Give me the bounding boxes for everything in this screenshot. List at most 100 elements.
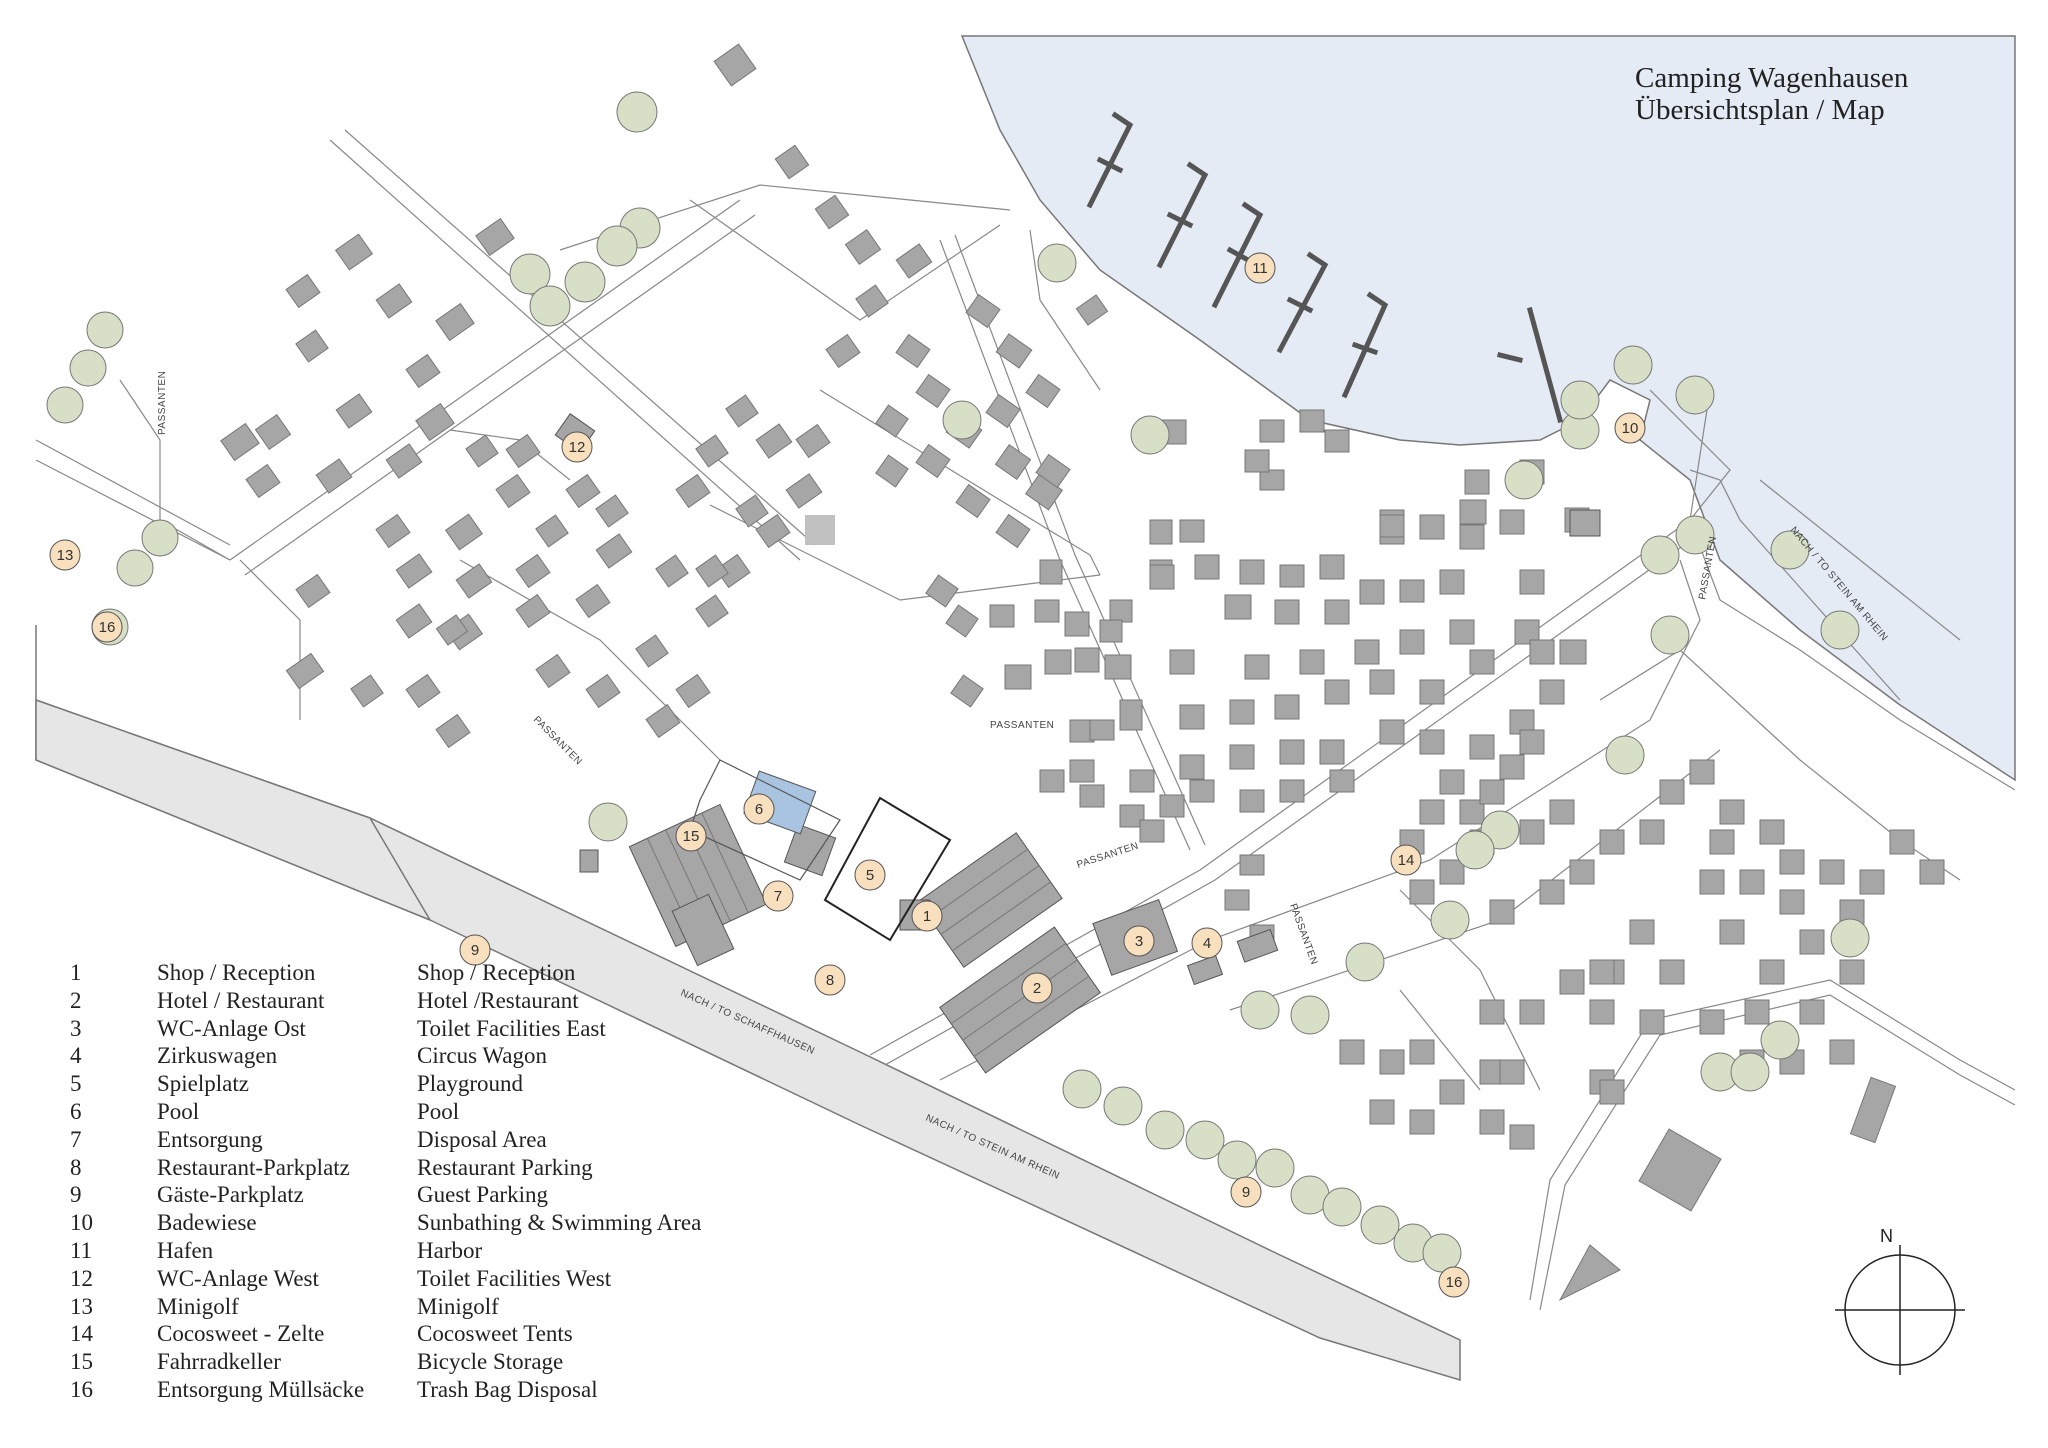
legend-de: WC-Anlage Ost <box>157 1015 306 1041</box>
road-label-passanten-1: PASSANTEN <box>157 371 168 435</box>
legend-en: Trash Bag Disposal <box>417 1376 598 1402</box>
poi-marker[interactable]: 4 <box>1191 927 1223 959</box>
road-label-passanten-2: PASSANTEN <box>531 714 584 767</box>
poi-marker-circle <box>675 820 707 852</box>
legend-en: Harbor <box>417 1237 483 1263</box>
poi-marker-number: 4 <box>1203 935 1211 952</box>
poi-marker[interactable]: 16 <box>91 611 123 643</box>
poi-marker-circle <box>762 880 794 912</box>
legend-num: 6 <box>70 1098 82 1124</box>
road-label-passanten-5: PASSANTEN <box>1287 902 1319 966</box>
poi-marker-number: 11 <box>1252 260 1268 277</box>
poi-marker[interactable]: 10 <box>1614 412 1646 444</box>
poi-marker[interactable]: 7 <box>762 880 794 912</box>
poi-marker[interactable]: 12 <box>561 431 593 463</box>
poi-marker-number: 6 <box>755 801 763 818</box>
poi-marker-number: 14 <box>1398 852 1415 869</box>
poi-marker[interactable]: 15 <box>675 820 707 852</box>
legend-de: Gäste-Parkplatz <box>157 1182 304 1208</box>
playground-outline <box>823 796 952 942</box>
poi-marker-number: 8 <box>826 972 834 989</box>
poi-marker-number: 13 <box>57 547 74 564</box>
legend-num: 9 <box>70 1182 82 1208</box>
poi-marker-circle <box>854 859 886 891</box>
poi-marker-circle <box>1191 927 1223 959</box>
poi-marker[interactable]: 11 <box>1244 252 1276 284</box>
legend-num: 10 <box>70 1210 93 1236</box>
poi-marker-circle <box>1438 1266 1470 1298</box>
poi-marker[interactable]: 6 <box>743 793 775 825</box>
legend-de: Badewiese <box>157 1210 257 1236</box>
legend-num: 3 <box>70 1015 82 1041</box>
poi-marker-number: 3 <box>1135 933 1143 950</box>
poi-marker-number: 9 <box>471 942 479 959</box>
poi-marker-number: 12 <box>569 439 586 456</box>
poi-marker[interactable]: 13 <box>49 539 81 571</box>
poi-marker[interactable]: 14 <box>1390 844 1422 876</box>
map-title: Camping Wagenhausen Übersichtsplan / Map <box>1635 62 1908 126</box>
legend-de: Entsorgung Müllsäcke <box>157 1376 365 1402</box>
road-label-passanten-3: PASSANTEN <box>990 720 1054 731</box>
poi-marker-number: 2 <box>1033 980 1041 997</box>
poi-marker-circle <box>1390 844 1422 876</box>
legend-de: Zirkuswagen <box>157 1043 278 1069</box>
main-road-strip <box>35 698 432 922</box>
north-label: N <box>1880 1226 1893 1246</box>
poi-marker-number: 7 <box>774 888 782 905</box>
legend-num: 16 <box>70 1376 93 1402</box>
poi-marker[interactable]: 9 <box>1230 1176 1262 1208</box>
legend-en: Bicycle Storage <box>417 1349 564 1375</box>
road-label-passanten-4: PASSANTEN <box>1076 841 1141 871</box>
legend-en: Playground <box>417 1071 524 1097</box>
legend-num: 14 <box>70 1321 93 1347</box>
poi-marker-circle <box>1230 1176 1262 1208</box>
legend-de: Minigolf <box>157 1293 239 1319</box>
poi-marker-circle <box>1244 252 1276 284</box>
pitch-buildings <box>220 43 1945 1212</box>
legend-num: 13 <box>70 1293 93 1319</box>
legend-en: Toilet Facilities West <box>417 1265 612 1291</box>
poi-marker-number: 16 <box>99 619 116 636</box>
poi-marker-number: 5 <box>866 867 874 884</box>
poi-marker-number: 9 <box>1242 1184 1250 1201</box>
harbor-piers <box>1086 111 1564 424</box>
legend-de: WC-Anlage West <box>157 1265 319 1291</box>
legend-en: Minigolf <box>417 1293 499 1319</box>
legend-num: 4 <box>70 1043 82 1069</box>
legend-de: Restaurant-Parkplatz <box>157 1154 350 1180</box>
legend-en: Sunbathing & Swimming Area <box>417 1210 702 1236</box>
poi-marker-number: 15 <box>683 828 700 845</box>
poi-marker-number: 16 <box>1446 1274 1463 1291</box>
poi-marker-circle <box>1123 925 1155 957</box>
poi-marker[interactable]: 3 <box>1123 925 1155 957</box>
poi-marker[interactable]: 2 <box>1021 972 1053 1004</box>
legend-en: Restaurant Parking <box>417 1154 593 1180</box>
legend-num: 5 <box>70 1071 82 1097</box>
poi-marker-circle <box>814 964 846 996</box>
trees <box>46 91 1870 1273</box>
compass <box>1835 1245 1965 1375</box>
poi-marker[interactable]: 9 <box>459 934 491 966</box>
legend-en: Circus Wagon <box>417 1043 547 1069</box>
legend-en: Pool <box>417 1098 460 1124</box>
legend-num: 2 <box>70 987 82 1013</box>
poi-marker-circle <box>561 431 593 463</box>
poi-marker[interactable]: 5 <box>854 859 886 891</box>
poi-marker-circle <box>91 611 123 643</box>
legend-de: Hotel / Restaurant <box>157 987 325 1013</box>
legend-en: Cocosweet Tents <box>417 1321 573 1347</box>
legend-num: 11 <box>70 1237 93 1263</box>
legend-de: Fahrradkeller <box>157 1349 281 1375</box>
legend-num: 7 <box>70 1126 82 1152</box>
poi-marker[interactable]: 8 <box>814 964 846 996</box>
poi-marker[interactable]: 1 <box>911 900 943 932</box>
legend-num: 12 <box>70 1265 93 1291</box>
poi-marker-circle <box>1021 972 1053 1004</box>
poi-marker-circle <box>49 539 81 571</box>
legend-de: Entsorgung <box>157 1126 263 1152</box>
poi-marker[interactable]: 16 <box>1438 1266 1470 1298</box>
legend-de: Hafen <box>157 1237 214 1263</box>
poi-marker-circle <box>459 934 491 966</box>
